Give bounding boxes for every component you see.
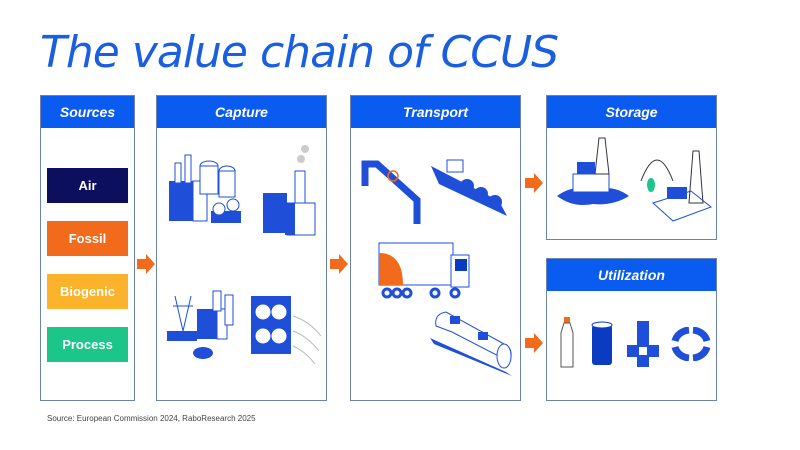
source-air: Air xyxy=(47,168,128,203)
rail-tanker-icon xyxy=(430,311,512,376)
direct-air-capture-icon xyxy=(251,296,322,365)
source-biogenic: Biogenic xyxy=(47,274,128,309)
offshore-platform-icon xyxy=(557,137,629,205)
panel-header-sources: Sources xyxy=(41,96,134,128)
panel-header-transport: Transport xyxy=(351,96,520,128)
arrow-icon xyxy=(137,254,155,274)
power-plant-icon xyxy=(263,145,316,236)
panel-sources: Sources Air Fossil Biogenic Process xyxy=(40,95,135,401)
grid-power-icon xyxy=(167,290,234,359)
arrow-icon xyxy=(525,333,543,353)
panel-storage: Storage xyxy=(546,95,717,240)
source-fossil: Fossil xyxy=(47,221,128,256)
panel-capture: Capture xyxy=(156,95,327,401)
barrel-icon xyxy=(591,321,613,365)
onshore-rig-icon xyxy=(640,150,713,222)
ship-icon xyxy=(431,159,507,216)
buildings-icon xyxy=(627,321,659,367)
source-footnote: Source: European Commission 2024, RaboRe… xyxy=(47,414,256,423)
truck-icon xyxy=(378,242,470,299)
panel-transport: Transport xyxy=(350,95,521,401)
panel-utilization: Utilization xyxy=(546,258,717,401)
recycle-icon xyxy=(671,327,711,361)
arrow-icon xyxy=(525,173,543,193)
pipeline-icon xyxy=(361,160,421,224)
panel-header-capture: Capture xyxy=(157,96,326,128)
page-title: The value chain of CCUS xyxy=(40,27,559,78)
source-process: Process xyxy=(47,327,128,362)
arrow-icon xyxy=(330,254,348,274)
panel-header-utilization: Utilization xyxy=(547,259,716,291)
factory-icon xyxy=(169,154,241,223)
bottle-icon xyxy=(560,317,574,368)
panel-header-storage: Storage xyxy=(547,96,716,128)
